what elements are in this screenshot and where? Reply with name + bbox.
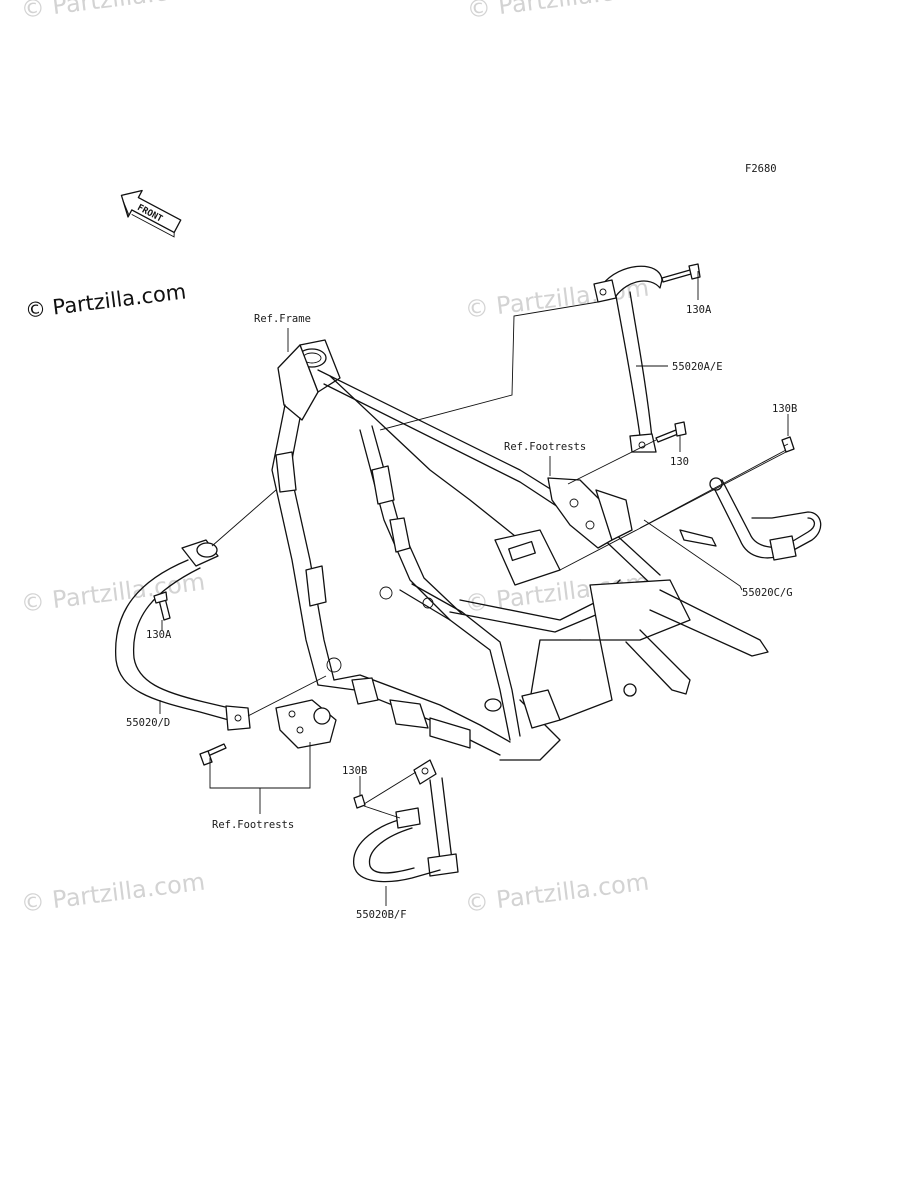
label-130: 130 xyxy=(670,456,689,468)
ref-footrests-bracket-left xyxy=(275,699,337,749)
front-arrow-icon: FRONT xyxy=(120,189,182,238)
label-ref-footrests-left: Ref.Footrests xyxy=(212,819,294,831)
watermark-text: © Partzilla.com xyxy=(19,868,206,918)
diagram-code: F2680 xyxy=(745,163,777,175)
bolt-130b-right xyxy=(781,436,795,453)
bolt-footrest-left xyxy=(199,743,227,766)
leader-lines xyxy=(159,271,789,906)
bolt-130 xyxy=(655,421,687,443)
part-labels: Ref.Frame 130A 55020A/E 130B Ref.Footres… xyxy=(126,304,797,921)
watermark-text: © Partzilla.com xyxy=(19,0,206,24)
label-55020bf: 55020B/F xyxy=(356,909,407,921)
label-55020cg: 55020C/G xyxy=(742,587,793,599)
label-55020ae: 55020A/E xyxy=(672,361,723,373)
label-130a-left: 130A xyxy=(146,629,172,641)
bolt-130a-left xyxy=(153,591,171,621)
ref-footrests-bracket-right xyxy=(547,477,633,549)
label-130a-top: 130A xyxy=(686,304,712,316)
watermark-text: © Partzilla.com xyxy=(465,0,652,24)
watermark-text: © Partzilla.com xyxy=(19,568,206,618)
bolt-130a-top xyxy=(661,263,701,283)
frame xyxy=(271,339,769,761)
engine-guard-55020bf xyxy=(353,759,459,883)
label-55020d: 55020/D xyxy=(126,717,170,729)
engine-guard-55020d xyxy=(115,539,251,731)
engine-guard-55020cg xyxy=(679,477,822,561)
watermark-text: © Partzilla.com xyxy=(463,868,650,918)
label-130b-right: 130B xyxy=(772,403,797,415)
label-130b-bottom: 130B xyxy=(342,765,367,777)
label-ref-footrests-right: Ref.Footrests xyxy=(504,441,586,453)
watermarks: © Partzilla.com © Partzilla.com © Partzi… xyxy=(19,0,652,918)
label-ref-frame: Ref.Frame xyxy=(254,313,311,325)
copyright-mark: © Partzilla.com xyxy=(24,279,188,323)
bolt-130b-bottom xyxy=(353,794,366,809)
